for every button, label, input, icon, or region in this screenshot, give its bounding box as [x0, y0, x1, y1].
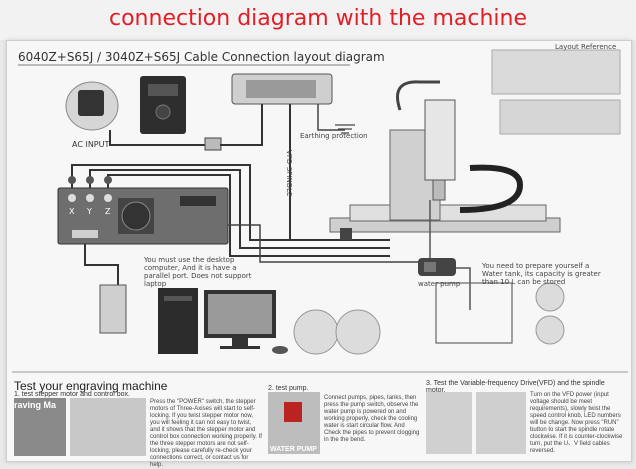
spindle-power-box — [231, 73, 333, 105]
water-tank-note: You need to prepare yourself a Water tan… — [482, 262, 601, 286]
earthing-label: Earthing protection — [300, 132, 368, 140]
cable-photo — [335, 309, 381, 355]
vfd-spindle-label: VFD-SPINDLE — [285, 150, 293, 197]
y-axis-connector — [86, 176, 94, 184]
banner — [0, 0, 636, 40]
earthing-symbol — [335, 124, 355, 134]
control-box — [57, 187, 229, 245]
step1-photo-motor — [70, 398, 146, 456]
pump-hose — [456, 267, 471, 310]
reference-photo-1 — [491, 49, 621, 95]
step1-heading: 1. test stepper motor and control box. — [14, 391, 130, 398]
inline-switch — [204, 137, 222, 151]
step3-photo-vfd — [426, 392, 472, 454]
earthing-cable — [317, 104, 345, 131]
step2-heading: 2. test pump. — [268, 385, 309, 392]
diagram-title: 6040Z+S65J / 3040Z+S65J Cable Connection… — [18, 50, 385, 64]
reference-photo-2 — [499, 99, 621, 135]
fitting-photo-2 — [535, 315, 565, 345]
spindle-cable — [225, 224, 420, 263]
ac-input-label: AC INPUT — [72, 140, 110, 149]
step2-overlay: WATER PUMP — [270, 446, 317, 453]
pc-tower — [158, 288, 198, 354]
x-axis-cable — [71, 164, 390, 241]
z-axis-label: Z — [105, 207, 111, 216]
step2-text: Connect pumps, pipes, tanks, then press … — [324, 395, 420, 443]
step3-text: Turn on the VFD power (input voltage sho… — [530, 392, 623, 454]
clamp-photo — [293, 309, 339, 355]
x-axis-label: X — [69, 207, 75, 216]
step1-photo-machine — [14, 398, 66, 456]
monitor — [204, 290, 276, 349]
z-axis-connector — [104, 176, 112, 184]
parallel-cable — [84, 244, 119, 300]
step1-overlay: raving Ma — [14, 400, 57, 410]
pump-switch-icon — [284, 402, 302, 422]
power-plug-photo — [65, 81, 119, 131]
step2-photo — [268, 392, 320, 454]
vfd-unit — [140, 76, 186, 134]
step3-photo-spindle — [476, 392, 526, 454]
cnc-machine — [329, 80, 561, 240]
mouse — [272, 346, 288, 354]
ac-input-cable — [109, 130, 220, 146]
step1-text: Press the "POWER" switch, the stepper mo… — [150, 399, 262, 468]
fitting-photo-1 — [535, 282, 565, 312]
parallel-port-note: You must use the desktop computer, And i… — [144, 256, 252, 288]
power-cable — [220, 104, 263, 146]
y-axis-label: Y — [87, 207, 92, 216]
water-pump — [418, 258, 456, 276]
section-title: Test your engraving machine — [14, 379, 168, 393]
parallel-port-photo — [99, 284, 127, 334]
layout-reference-label: Layout Reference — [555, 43, 617, 51]
step3-heading: 3. Test the Variable-frequency Drive(VFD… — [426, 380, 605, 394]
water-pump-label: water pump — [418, 280, 461, 288]
banner-title: connection diagram with the machine — [109, 6, 527, 31]
water-tank — [435, 282, 513, 344]
x-axis-connector — [68, 176, 76, 184]
